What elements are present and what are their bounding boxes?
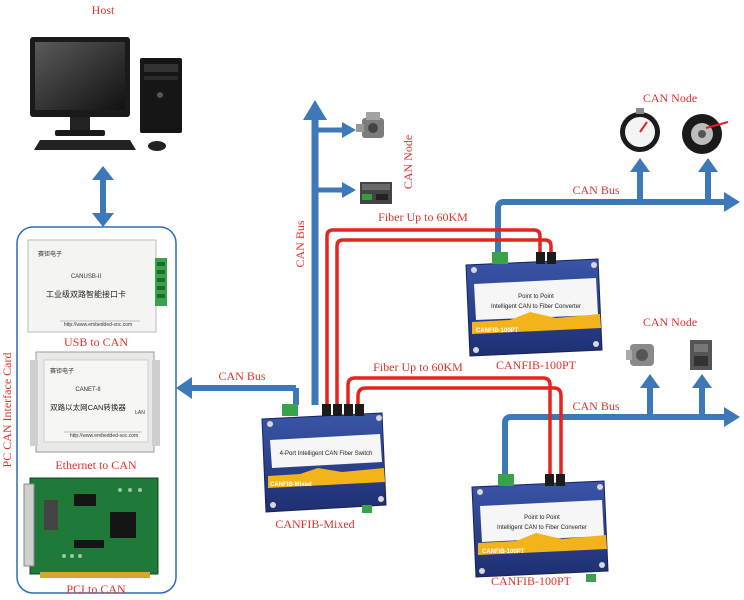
wheel-icon <box>682 114 729 154</box>
drive-box-icon <box>690 340 712 370</box>
fiber-upper-label: Fiber Up to 60KM <box>378 210 468 224</box>
pc-can-interface-panel <box>16 226 177 594</box>
pci-to-can-device <box>23 477 159 578</box>
converter-bottom-tag: CANFIB-100PT <box>482 549 525 555</box>
converter-top-title-2: Intelligent CAN to Fiber Converter <box>491 304 581 310</box>
usb-card-model: CANUSB-II <box>71 274 102 280</box>
converter-top-title-1: Point to Point <box>518 294 554 300</box>
engine-icon <box>356 112 384 138</box>
pci-to-can-label: PCI to CAN <box>66 582 126 596</box>
pressure-gauge-icon <box>620 108 660 152</box>
eth-card-model: CANET-II <box>75 387 101 393</box>
fiber-lower-label: Fiber Up to 60KM <box>373 360 463 374</box>
can-bus-vertical-trunk <box>303 100 356 405</box>
can-node-vertical-label: CAN Node <box>401 135 415 189</box>
canfib-100pt-top-label: CANFIB-100PT <box>496 358 577 372</box>
canfib-100pt-bottom-converter: Point to Point Intelligent CAN to Fiber … <box>471 474 609 582</box>
eth-card-url: http://www.embedded-soc.com <box>70 433 138 439</box>
can-bus-left-arrow <box>176 377 299 405</box>
usb-card-brand: 赛钜电子 <box>38 250 62 258</box>
canfib-100pt-bottom-label: CANFIB-100PT <box>491 574 572 588</box>
canfib-mixed-label: CANFIB-Mixed <box>275 517 354 531</box>
host-link-arrow <box>92 166 114 227</box>
usb-to-can-device: 赛钜电子 CANUSB-II 工业级双路智能接口卡 http://www.emb… <box>27 239 167 333</box>
can-bus-bottom-line <box>502 374 740 475</box>
fiber-upper <box>325 228 553 405</box>
ethernet-to-can-device: 赛钜电子 CANET-II 双路以太网CAN转换器 LAN http://www… <box>30 351 160 453</box>
usb-card-title: 工业级双路智能接口卡 <box>46 289 126 299</box>
switch-title: 4-Port Intelligent CAN Fiber Switch <box>280 451 373 457</box>
ethernet-to-can-label: Ethernet to CAN <box>55 458 137 472</box>
can-node-top-right-label: CAN Node <box>643 91 697 105</box>
pc-can-interface-card-label: PC CAN Interface Card <box>0 353 14 468</box>
can-node-mid-right-label: CAN Node <box>643 315 697 329</box>
host-computer-icon <box>30 37 182 151</box>
eth-card-lan: LAN <box>135 410 145 416</box>
usb-card-url: http://www.embedded-soc.com <box>64 322 132 328</box>
fiber-lower <box>346 376 563 478</box>
can-bus-left-label: CAN Bus <box>218 369 265 383</box>
eth-card-brand: 赛钜电子 <box>50 367 74 375</box>
canfib-mixed-switch: 4-Port Intelligent CAN Fiber Switch CANF… <box>261 404 387 513</box>
host-label: Host <box>92 3 115 17</box>
can-bus-vertical-label: CAN Bus <box>293 220 307 267</box>
converter-bottom-title-2: Intelligent CAN to Fiber Converter <box>497 525 587 531</box>
plc-controller-icon <box>360 182 392 204</box>
converter-top-tag: CANFIB-100PT <box>476 328 519 334</box>
canfib-100pt-top-converter: Point to Point Intelligent CAN to Fiber … <box>465 252 603 357</box>
can-bus-top-label: CAN Bus <box>572 183 619 197</box>
can-bus-bottom-label: CAN Bus <box>572 399 619 413</box>
can-bus-top-line <box>495 158 740 255</box>
converter-bottom-title-1: Point to Point <box>524 515 560 521</box>
eth-card-title: 双路以太网CAN转换器 <box>50 402 126 412</box>
motor-icon <box>626 344 654 366</box>
switch-tag: CANFIB-Mixed <box>270 482 312 488</box>
usb-to-can-label: USB to CAN <box>64 335 128 349</box>
